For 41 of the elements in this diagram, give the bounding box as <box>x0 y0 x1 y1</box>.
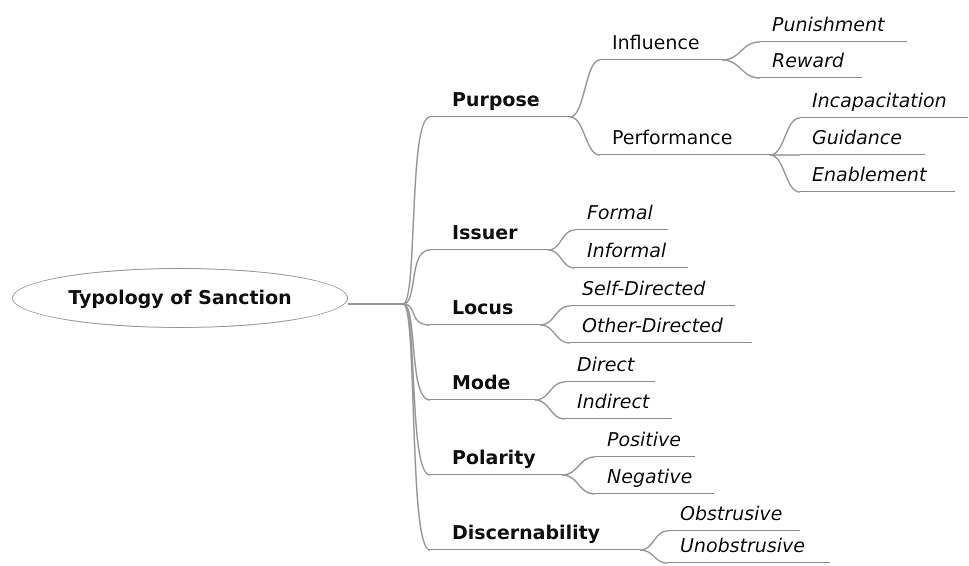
topic-label: Other-Directed <box>570 313 752 343</box>
connector-line <box>640 549 668 564</box>
connector-line <box>548 229 576 251</box>
connector-line <box>562 456 596 476</box>
topic-label: Locus <box>430 295 540 325</box>
connector-line <box>570 59 600 118</box>
connector-line <box>534 381 566 401</box>
topic-label: Positive <box>595 427 695 457</box>
topic-label: Issuer <box>430 220 548 250</box>
connector-line <box>770 117 800 156</box>
topic-label: Guidance <box>800 125 925 155</box>
connector-line <box>770 154 800 156</box>
topic-label: Purpose <box>430 87 570 117</box>
topic-label: Punishment <box>760 12 907 42</box>
topic-label: Informal <box>575 238 688 268</box>
topic-label: Obstrusive <box>668 501 800 531</box>
topic-label: Mode <box>430 370 535 400</box>
connector-line <box>562 474 596 495</box>
topic-label: Formal <box>575 200 668 230</box>
connector-line <box>534 399 566 420</box>
connector-line <box>770 154 800 193</box>
connector-line <box>722 59 760 79</box>
topic-label: Performance <box>600 125 770 155</box>
topic-label: Polarity <box>430 445 562 475</box>
topic-label: Negative <box>595 464 714 494</box>
connector-line <box>540 305 570 326</box>
connector-line <box>640 530 668 551</box>
topic-label: Indirect <box>565 389 672 419</box>
topic-label: Unobstrusive <box>668 533 830 563</box>
connector-line <box>540 324 570 344</box>
topic-label: Enablement <box>800 162 955 192</box>
connector-line <box>548 249 576 269</box>
topic-label: Incapacitation <box>800 88 968 118</box>
topic-label: Discernability <box>430 520 640 550</box>
connector-line <box>722 41 760 61</box>
root-ellipse: Typology of Sanction <box>12 268 348 328</box>
topic-label: Reward <box>760 48 862 78</box>
topic-label: Self-Directed <box>570 276 735 306</box>
topic-label: Influence <box>600 30 722 60</box>
connector-line <box>570 116 600 156</box>
topic-label: Direct <box>565 352 655 382</box>
